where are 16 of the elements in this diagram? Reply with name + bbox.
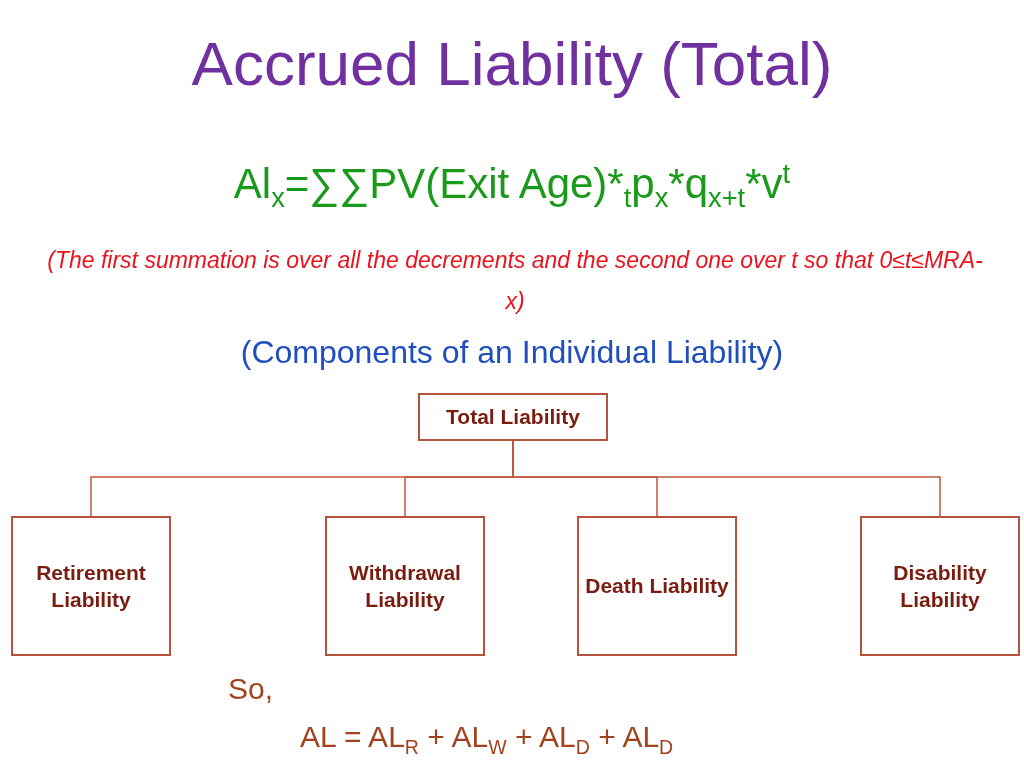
box-label: Total Liability [446,404,580,431]
box-label: Death Liability [585,573,729,600]
formula: Al$_{x}$=∑∑PV(Exit Age)*$_{t}$p$_{x}$*q$_{x+t}$*v$^{t}$ [232,158,792,215]
conclusion-text: So, [228,672,274,706]
box-label: Withdrawal Liability [348,559,462,613]
box-label: Disability Liability [892,559,988,613]
category-box [325,516,485,656]
root-box [418,393,608,441]
category-box [577,516,737,656]
note: (The first summation is over all the decrements and the second one over t so that 0≤t≤MRA-x) [46,246,984,316]
category-box [860,516,1020,656]
equation: AL = AL$_{R}$ + AL$_{W}$ + AL$_{D}$ + AL$_{D}$ [300,720,674,759]
box-label: Retirement Liability [35,559,147,613]
subtitle: (Components of an Individual Liability) [239,334,785,371]
category-box [11,516,171,656]
title: Accrued Liability (Total) [190,28,834,99]
